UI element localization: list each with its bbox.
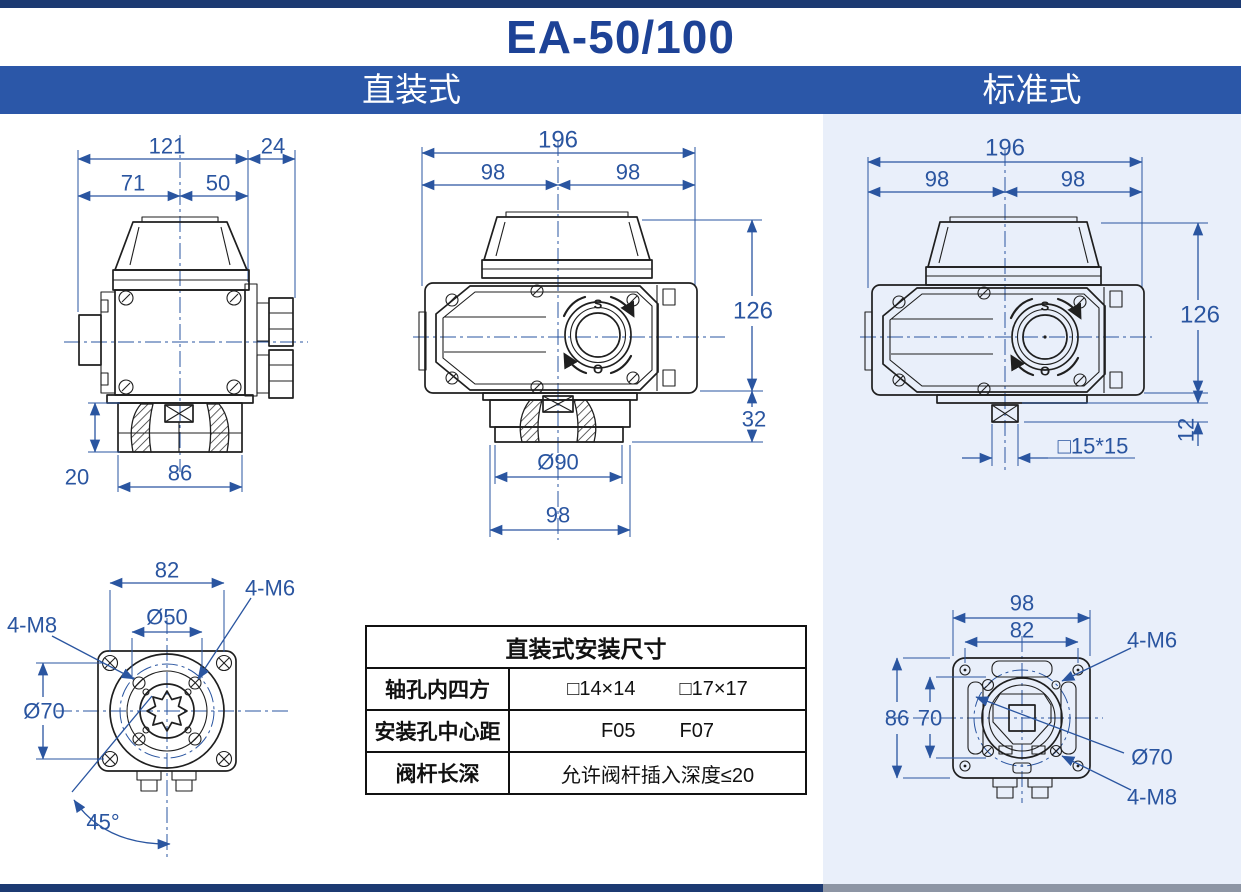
position-indicator-dial: S O (1009, 297, 1082, 379)
mounting-dimension-table: 直装式安装尺寸 轴孔内四方 □14×14 □17×17 安装孔中心距 F05 F… (365, 625, 807, 795)
bottom-border-strip-left (0, 884, 823, 892)
dial-open-mark: S (594, 297, 603, 312)
front-view-direct: 196 98 98 (413, 127, 773, 540)
side-view-direct: 121 24 71 50 (64, 134, 308, 493)
row-value: 允许阀杆插入深度≤20 (510, 753, 805, 793)
dim-dia90: Ø90 (537, 450, 579, 475)
standard-section-panel (823, 114, 1241, 884)
section-label-direct: 直装式 (362, 71, 461, 108)
row-value-item: F05 (601, 719, 636, 742)
dial-close-mark: O (593, 362, 603, 377)
dim-98-left: 98 (481, 160, 505, 185)
front-view-standard: 196 98 98 (860, 135, 1220, 472)
dim-98-left-std: 98 (925, 167, 949, 192)
row-value: □14×14 □17×17 (510, 669, 805, 709)
table-title: 直装式安装尺寸 (367, 627, 805, 669)
section-header-bar: 直装式 标准式 (0, 66, 1241, 114)
dim-98-flange: 98 (1010, 591, 1034, 616)
row-label: 安装孔中心距 (367, 711, 510, 751)
title-band: EA-50/100 (0, 8, 1241, 66)
table-row: 安装孔中心距 F05 F07 (367, 711, 805, 753)
screw-icon (118, 290, 242, 395)
screw-icon (892, 286, 1087, 396)
dim-121: 121 (149, 134, 186, 159)
dim-98-right-std: 98 (1061, 167, 1085, 192)
bottom-view-standard: 98 82 4-M6 86 70 Ø70 4-M8 (885, 591, 1177, 810)
page-title: EA-50/100 (506, 11, 735, 63)
position-indicator-dial: S O (562, 295, 635, 377)
dim-71: 71 (121, 171, 145, 196)
dim-98-base: 98 (546, 503, 570, 528)
section-label-standard: 标准式 (982, 71, 1082, 108)
dim-20: 20 (65, 465, 89, 490)
screw-icon (445, 284, 640, 394)
dim-50: 50 (206, 171, 230, 196)
row-label: 阀杆长深 (367, 753, 510, 793)
row-label: 轴孔内四方 (367, 669, 510, 709)
dial-close-mark: O (1040, 364, 1050, 379)
label-4-M6-std: 4-M6 (1127, 628, 1177, 653)
dim-dia70-std: Ø70 (1131, 745, 1173, 770)
dim-24: 24 (261, 134, 285, 159)
dim-70-flange: 70 (918, 706, 942, 731)
dim-32: 32 (742, 407, 766, 432)
dim-196-std: 196 (985, 135, 1025, 162)
table-row: 阀杆长深 允许阀杆插入深度≤20 (367, 753, 805, 793)
dim-86: 86 (168, 461, 192, 486)
dim-126: 126 (733, 298, 773, 325)
dim-square-15x15: □15*15 (1058, 434, 1129, 459)
dim-126-std: 126 (1180, 302, 1220, 329)
bottom-border-strip-right (823, 884, 1241, 892)
row-value: F05 F07 (510, 711, 805, 751)
dim-86-flange: 86 (885, 706, 909, 731)
dim-82-flange: 82 (1010, 618, 1034, 643)
row-value-item: □17×17 (679, 677, 748, 700)
bottom-view-direct: 82 Ø50 4-M6 4-M8 Ø70 45° (7, 558, 295, 858)
dim-dia70: Ø70 (23, 699, 65, 724)
label-4-M8: 4-M8 (7, 613, 57, 638)
flange-screw-icon (132, 676, 202, 746)
row-value-item: □14×14 (567, 677, 636, 700)
dim-82: 82 (155, 558, 179, 583)
dial-open-mark: S (1041, 299, 1050, 314)
row-value-item: 允许阀杆插入深度≤20 (560, 764, 755, 787)
top-border-strip (0, 0, 1241, 8)
dim-196: 196 (538, 127, 578, 154)
dim-12: 12 (1174, 418, 1199, 442)
label-4-M6: 4-M6 (245, 576, 295, 601)
dim-45deg: 45° (86, 810, 119, 835)
dim-dia50: Ø50 (146, 605, 188, 630)
row-value-item: F07 (679, 719, 714, 742)
flange-screw-icon (981, 678, 1063, 758)
mounting-bolt-icon (101, 654, 233, 768)
table-row: 轴孔内四方 □14×14 □17×17 (367, 669, 805, 711)
dim-98-right: 98 (616, 160, 640, 185)
label-4-M8-std: 4-M8 (1127, 785, 1177, 810)
